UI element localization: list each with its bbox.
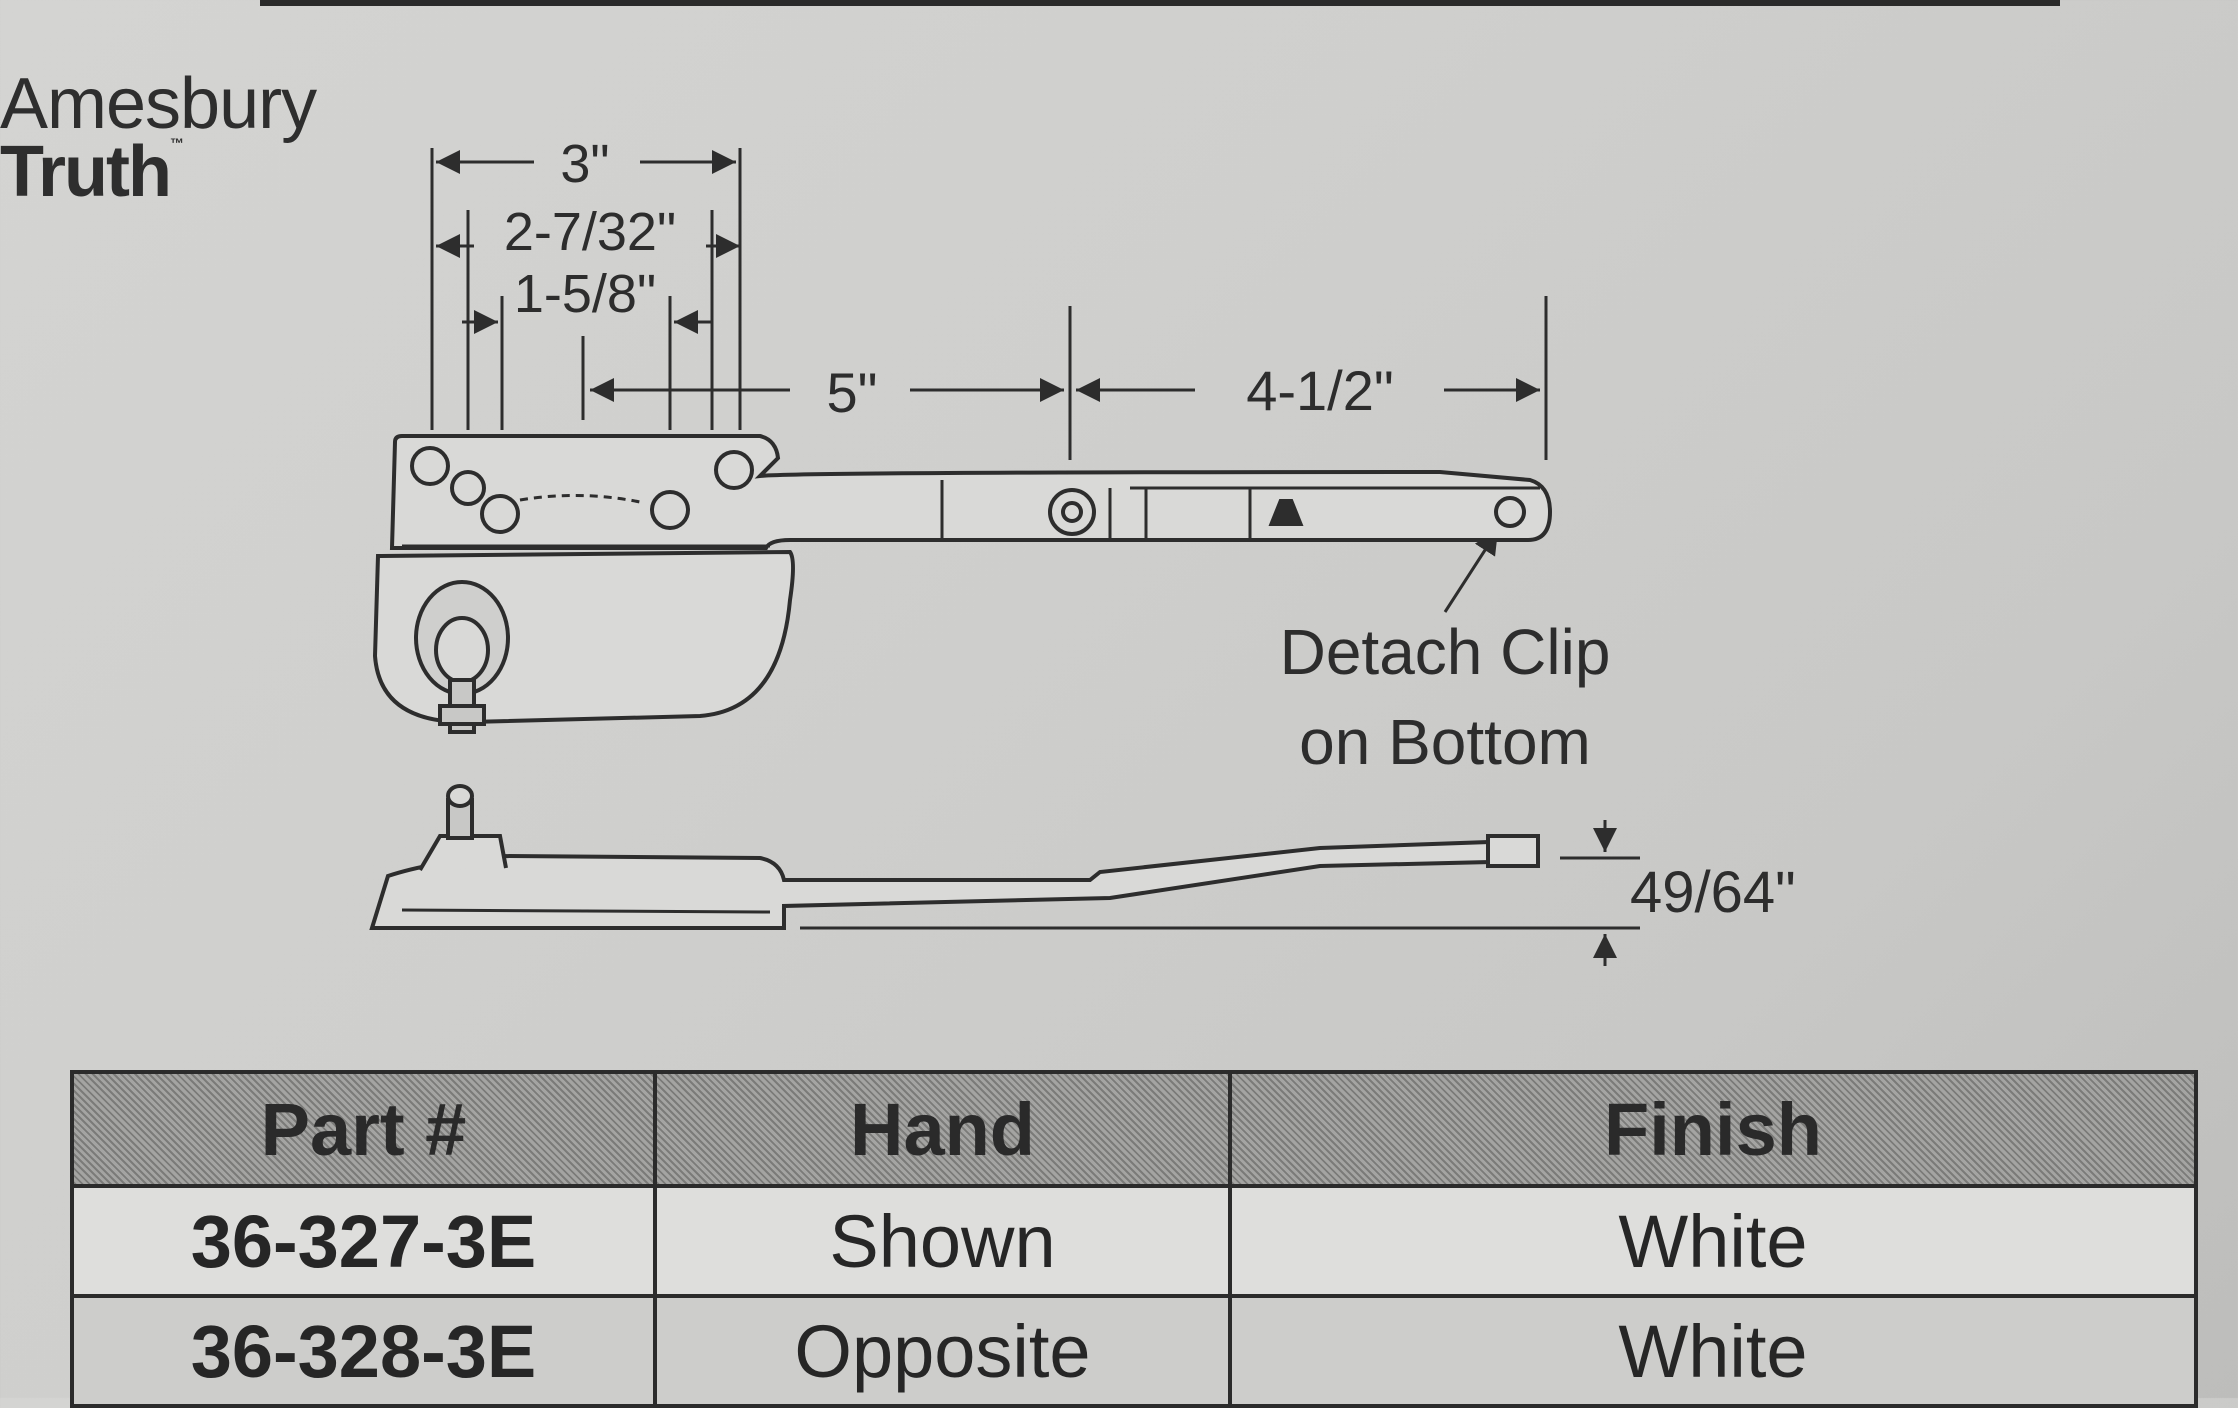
dimension-label-5in: 5" — [826, 361, 877, 424]
trademark-mark: ™ — [169, 135, 184, 151]
operator-side-view — [369, 784, 1540, 930]
dimension-label-4-1-2in: 4-1/2" — [1246, 359, 1394, 422]
column-header-finish: Finish — [1228, 1070, 2198, 1188]
brand-name-line1: Amesbury — [0, 64, 317, 144]
dimension-label-1-5-8in: 1-5/8" — [514, 264, 656, 324]
dimension-label-2-7-32in: 2-7/32" — [504, 202, 676, 262]
brand-logo: Amesbury Truth™ — [0, 64, 317, 208]
top-edge-bar — [260, 0, 2060, 6]
cell-hand: Shown — [653, 1184, 1232, 1298]
cell-hand: Opposite — [653, 1294, 1232, 1408]
callout-detach-clip-line1: Detach Clip — [1280, 616, 1611, 688]
cell-finish: White — [1228, 1184, 2198, 1298]
table-row: 36-328-3E Opposite White — [70, 1294, 2198, 1408]
dimension-label-49-64in: 49/64" — [1630, 860, 1796, 925]
cell-finish: White — [1228, 1294, 2198, 1408]
operator-technical-drawing: 3" 2-7/32" 1-5/8" 5" 4-1/2" 49/64" Detac… — [369, 134, 1796, 966]
table-header-row: Part # Hand Finish — [70, 1070, 2198, 1188]
cell-part-number: 36-327-3E — [70, 1184, 657, 1298]
column-header-part-number: Part # — [70, 1070, 657, 1188]
callout-detach-clip-line2: on Bottom — [1299, 706, 1591, 778]
cell-part-number: 36-328-3E — [70, 1294, 657, 1408]
part-spec-table: Part # Hand Finish 36-327-3E Shown White… — [70, 1070, 2198, 1408]
dimension-label-3in: 3" — [560, 134, 609, 194]
table-row: 36-327-3E Shown White — [70, 1184, 2198, 1298]
dimension-lines — [430, 148, 1640, 966]
brand-name-line2: Truth — [0, 132, 172, 212]
operator-top-view — [372, 434, 1553, 734]
column-header-hand: Hand — [653, 1070, 1232, 1188]
